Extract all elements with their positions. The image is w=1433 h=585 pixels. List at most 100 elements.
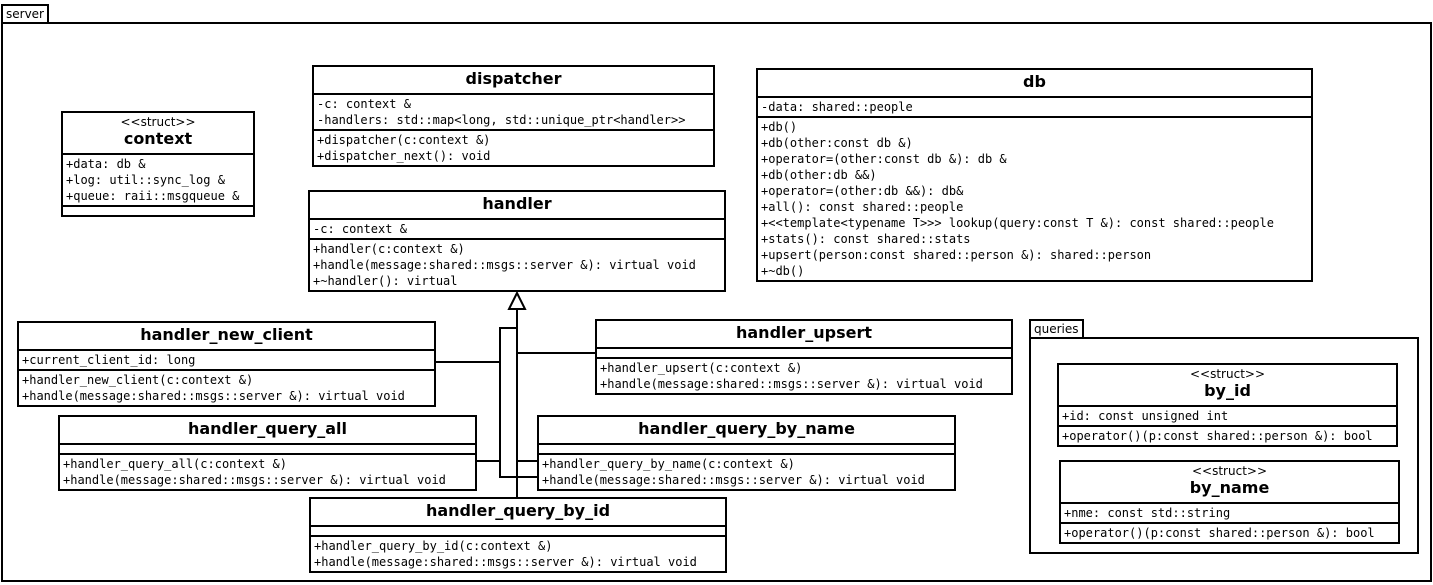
class-header: handler_new_client bbox=[19, 323, 434, 351]
operations-section: +operator()(p:const shared::person &): b… bbox=[1061, 524, 1398, 542]
attributes-section bbox=[311, 527, 725, 537]
operation: +~db() bbox=[761, 264, 805, 278]
operations-section bbox=[63, 207, 253, 215]
operation: +handler_upsert(c:context &) bbox=[600, 361, 803, 375]
attributes-section bbox=[539, 445, 954, 455]
operations-section: +handler_query_by_name(c:context &) +han… bbox=[539, 455, 954, 489]
operation: +handler_query_by_id(c:context &) bbox=[314, 539, 553, 553]
attributes-section: +nme: const std::string bbox=[1061, 504, 1398, 524]
queries-package-label: queries bbox=[1034, 322, 1079, 336]
connector-handler-query-by-name bbox=[499, 461, 538, 478]
class-header: handler_query_by_name bbox=[539, 417, 954, 445]
attributes-section bbox=[60, 445, 475, 455]
class-header: handler_query_by_id bbox=[311, 499, 725, 527]
attribute: -c: context & bbox=[317, 97, 411, 111]
operation: +handle(message:shared::msgs::server &):… bbox=[314, 555, 697, 569]
operation: +handler(c:context &) bbox=[313, 242, 465, 256]
attribute: -data: shared::people bbox=[761, 100, 913, 114]
connector-handler-query-all bbox=[476, 362, 501, 462]
attribute: +queue: raii::msgqueue & bbox=[66, 189, 240, 203]
operation: +handle(message:shared::msgs::server &):… bbox=[63, 473, 446, 487]
attribute: -handlers: std::map<long, std::unique_pt… bbox=[317, 113, 686, 127]
operations-section: +dispatcher(c:context &) +dispatcher_nex… bbox=[314, 131, 713, 165]
class-header: handler_query_all bbox=[60, 417, 475, 445]
attribute: +log: util::sync_log & bbox=[66, 173, 225, 187]
server-package bbox=[1, 22, 1432, 582]
connector-handler-new-client bbox=[435, 327, 517, 363]
class-header: db bbox=[758, 70, 1311, 98]
queries-package bbox=[1029, 337, 1419, 554]
class-name: dispatcher bbox=[465, 69, 562, 88]
class-name: handler_query_by_id bbox=[425, 501, 611, 520]
operation: +db(other:const db &) bbox=[761, 136, 913, 150]
attribute: +data: db & bbox=[66, 157, 146, 171]
class-header: dispatcher bbox=[314, 67, 713, 95]
class-by-id[interactable]: <<struct>> by_id +id: const unsigned int… bbox=[1057, 363, 1398, 447]
operation: +handler_query_by_name(c:context &) bbox=[542, 457, 795, 471]
operation: +all(): const shared::people bbox=[761, 200, 964, 214]
class-header: <<struct>> context bbox=[63, 113, 253, 155]
class-stereotype: <<struct>> bbox=[1191, 464, 1268, 478]
operation: +db(other:db &&) bbox=[761, 168, 877, 182]
attributes-section: +id: const unsigned int bbox=[1059, 407, 1396, 427]
attributes-section bbox=[597, 349, 1011, 359]
connector-handler-query-by-name-2 bbox=[516, 401, 538, 462]
operation: +handle(message:shared::msgs::server &):… bbox=[22, 389, 405, 403]
operation: +handler_query_all(c:context &) bbox=[63, 457, 287, 471]
attributes-section: -c: context & -handlers: std::map<long, … bbox=[314, 95, 713, 131]
attributes-section: -c: context & bbox=[310, 220, 724, 240]
operation: +stats(): const shared::stats bbox=[761, 232, 971, 246]
operations-section: +db() +db(other:const db &) +operator=(o… bbox=[758, 118, 1311, 280]
class-handler[interactable]: handler -c: context & +handler(c:context… bbox=[308, 190, 726, 292]
class-name: db bbox=[1023, 72, 1046, 91]
class-name: context bbox=[123, 129, 193, 148]
class-name: by_id bbox=[1204, 381, 1251, 400]
operation: +db() bbox=[761, 120, 798, 134]
operation: +handle(message:shared::msgs::server &):… bbox=[313, 258, 696, 272]
class-stereotype: <<struct>> bbox=[1189, 367, 1266, 381]
operations-section: +handler_upsert(c:context &) +handle(mes… bbox=[597, 359, 1011, 393]
operation: +handle(message:shared::msgs::server &):… bbox=[600, 377, 983, 391]
class-dispatcher[interactable]: dispatcher -c: context & -handlers: std:… bbox=[312, 65, 715, 167]
class-context[interactable]: <<struct>> context +data: db & +log: uti… bbox=[61, 111, 255, 217]
operation: +operator()(p:const shared::person &): b… bbox=[1062, 429, 1373, 443]
class-header: <<struct>> by_id bbox=[1059, 365, 1396, 407]
class-header: <<struct>> by_name bbox=[1061, 462, 1398, 504]
attribute: -c: context & bbox=[313, 222, 407, 236]
class-by-name[interactable]: <<struct>> by_name +nme: const std::stri… bbox=[1059, 460, 1400, 544]
class-stereotype: <<struct>> bbox=[120, 115, 196, 129]
attribute: +id: const unsigned int bbox=[1062, 409, 1229, 423]
attributes-section: +current_client_id: long bbox=[19, 351, 434, 371]
operation: +dispatcher(c:context &) bbox=[317, 133, 491, 147]
class-handler-query-all[interactable]: handler_query_all +handler_query_all(c:c… bbox=[58, 415, 477, 491]
operations-section: +handler_new_client(c:context &) +handle… bbox=[19, 371, 434, 405]
operation: +<<template<typename T>>> lookup(query:c… bbox=[761, 216, 1274, 230]
class-db[interactable]: db -data: shared::people +db() +db(other… bbox=[756, 68, 1313, 282]
operation: +operator=(other:const db &): db & bbox=[761, 152, 1007, 166]
operations-section: +operator()(p:const shared::person &): b… bbox=[1059, 427, 1396, 445]
operation: +dispatcher_next(): void bbox=[317, 149, 491, 163]
class-name: handler_upsert bbox=[735, 323, 872, 342]
class-name: handler_query_by_name bbox=[638, 419, 855, 438]
operations-section: +handler(c:context &) +handle(message:sh… bbox=[310, 240, 724, 290]
class-handler-query-by-id[interactable]: handler_query_by_id +handler_query_by_id… bbox=[309, 497, 727, 573]
class-name: handler_new_client bbox=[140, 325, 313, 344]
class-name: by_name bbox=[1189, 478, 1270, 497]
attribute: +current_client_id: long bbox=[22, 353, 196, 367]
operation: +handler_new_client(c:context &) bbox=[22, 373, 254, 387]
generalization-arrowhead bbox=[507, 290, 527, 310]
operations-section: +handler_query_all(c:context &) +handle(… bbox=[60, 455, 475, 489]
class-name: handler_query_all bbox=[187, 419, 348, 438]
class-name: handler bbox=[482, 194, 552, 213]
class-handler-query-by-name[interactable]: handler_query_by_name +handler_query_by_… bbox=[537, 415, 956, 491]
operation: +operator=(other:db &&): db& bbox=[761, 184, 964, 198]
class-header: handler bbox=[310, 192, 724, 220]
class-handler-upsert[interactable]: handler_upsert +handler_upsert(c:context… bbox=[595, 319, 1013, 395]
operations-section: +handler_query_by_id(c:context &) +handl… bbox=[311, 537, 725, 571]
class-handler-new-client[interactable]: handler_new_client +current_client_id: l… bbox=[17, 321, 436, 407]
operation: +handle(message:shared::msgs::server &):… bbox=[542, 473, 925, 487]
class-header: handler_upsert bbox=[597, 321, 1011, 349]
operation: +upsert(person:const shared::person &): … bbox=[761, 248, 1152, 262]
attributes-section: +data: db & +log: util::sync_log & +queu… bbox=[63, 155, 253, 207]
